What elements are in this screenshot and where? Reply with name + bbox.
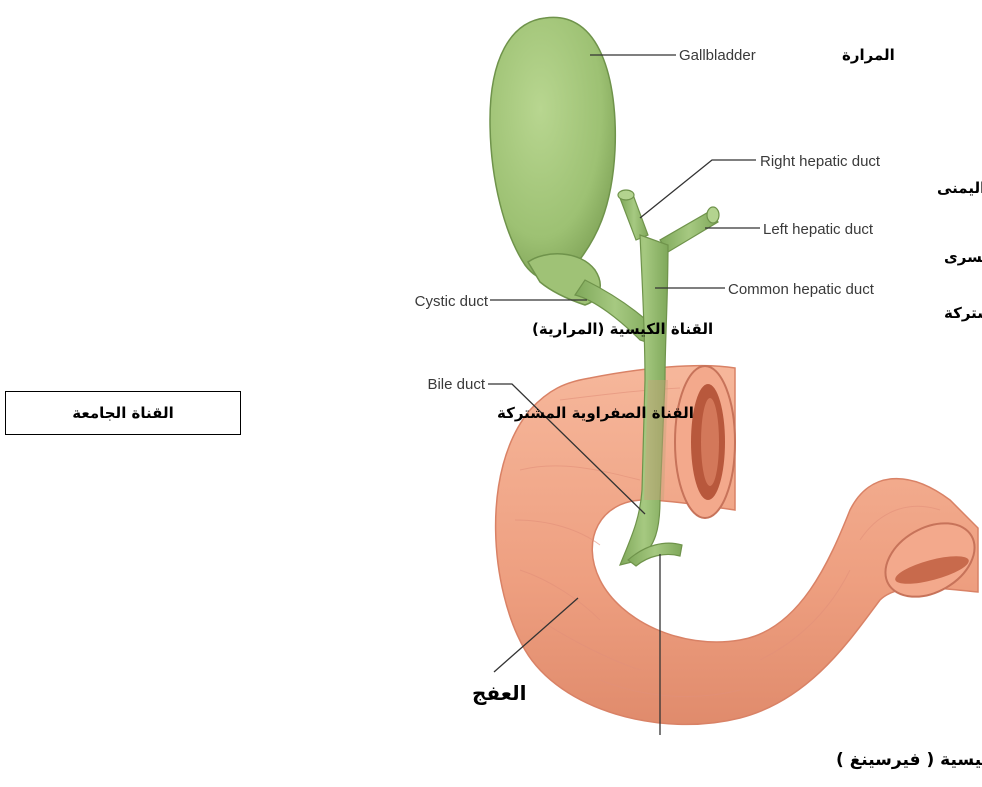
label-pancreatic-duct-ar: قناة البنكرياس الرئيسية ( فيرسينغ ) [836, 750, 982, 770]
label-gallbladder-ar: المرارة [842, 46, 895, 64]
label-gallbladder-en: Gallbladder [679, 47, 756, 64]
label-right-hepatic-en: Right hepatic duct [760, 153, 881, 170]
label-common-hepatic-ar: القناة الكبدية المشتركة [944, 304, 982, 322]
label-cystic-ar: القناة الكيسية (المرارية) [532, 320, 713, 338]
label-left-hepatic-en: Left hepatic duct [763, 221, 874, 238]
label-collecting-duct-ar: القناة الجامعة [72, 404, 173, 422]
collecting-duct-box: القناة الجامعة [5, 391, 241, 435]
label-bile-en: Bile duct [427, 376, 485, 393]
label-cystic-en: Cystic duct [415, 293, 489, 310]
label-bile-ar: القناة الصفراوية المشتركة [497, 404, 694, 422]
label-duodenum-ar: العفج [472, 681, 526, 705]
bile-duct-hidden-segment [644, 380, 668, 500]
label-right-hepatic-ar: القناة الكبدية اليمنى [937, 179, 982, 197]
label-common-hepatic-en: Common hepatic duct [728, 281, 875, 298]
gallbladder-shape [490, 17, 615, 305]
label-left-hepatic-ar: القناة الكبدية اليسرى [944, 248, 982, 266]
